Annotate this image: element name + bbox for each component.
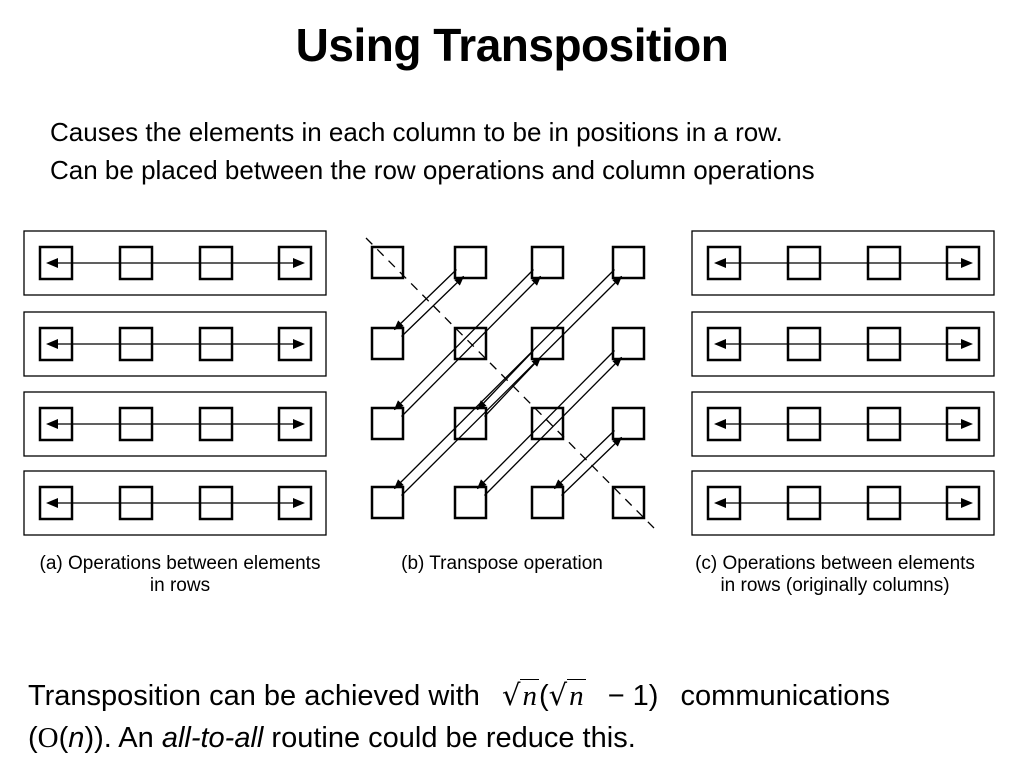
- transpose-element-square: [530, 326, 565, 361]
- caption-a: (a) Operations between elements in rows: [0, 553, 360, 597]
- paren-open: (: [28, 722, 38, 754]
- panel-a-arrow-right: [293, 419, 305, 429]
- panel-a-arrow-right: [293, 339, 305, 349]
- panel-a-arrow-left: [46, 339, 58, 349]
- panel-c-arrow-right: [961, 339, 973, 349]
- caption-a-line2: in rows: [149, 575, 211, 596]
- page-title: Using Transposition: [295, 19, 729, 71]
- all-to-all-italic: all-to-all: [161, 722, 264, 754]
- transpose-element-square: [453, 245, 488, 280]
- transpose-arrow-up: [484, 356, 542, 417]
- panel-a-row-frame: [23, 311, 327, 377]
- sqrt-n-2: √n: [548, 678, 586, 712]
- transpose-element-square: [530, 245, 565, 280]
- footer-text-start: Transposition can be achieved with: [28, 680, 480, 712]
- panel-c-row-frame: [691, 230, 995, 296]
- panel-a-row-operations: [23, 230, 327, 536]
- panel-a-row-frame: [23, 470, 327, 536]
- transpose-arrow-down: [393, 269, 457, 331]
- transpose-element-square: [453, 485, 488, 520]
- transpose-element-square: [370, 406, 405, 441]
- n-italic: n: [68, 722, 85, 754]
- panel-c-arrow-right: [961, 419, 973, 429]
- panel-c-row-operations: [691, 230, 995, 536]
- caption-c: (c) Operations between elements in rows …: [655, 553, 1015, 597]
- panel-a-row-frame: [23, 230, 327, 296]
- transpose-arrow-down: [393, 269, 615, 490]
- panel-b-transpose: [365, 237, 655, 529]
- panel-a-arrow-right: [293, 258, 305, 268]
- transpose-element-square: [611, 245, 646, 280]
- panel-c-arrow-right: [961, 498, 973, 508]
- footer-line2-end: routine could be reduce this.: [271, 722, 636, 754]
- panel-c-arrow-left: [714, 258, 726, 268]
- footer-text-end: communications: [680, 680, 891, 712]
- panel-a-arrow-left: [46, 258, 58, 268]
- transpose-arrow-up: [401, 275, 465, 337]
- transpose-element-square: [453, 326, 488, 361]
- transpose-arrow-up: [484, 356, 623, 496]
- bullet-text-1: Causes the elements in each column to be…: [50, 117, 783, 147]
- transpose-arrow-down: [553, 430, 615, 490]
- caption-a-line1: (a) Operations between elements: [39, 553, 321, 574]
- panel-c-arrow-left: [714, 498, 726, 508]
- panel-a-row-frame: [23, 391, 327, 457]
- panel-c-arrow-left: [714, 419, 726, 429]
- caption-c-line2: in rows (originally columns): [720, 575, 950, 596]
- caption-b: (b) Transpose operation: [372, 553, 632, 575]
- big-o: O: [37, 722, 59, 754]
- transpose-arrow-down: [393, 269, 534, 411]
- panel-c-row-frame: [691, 470, 995, 536]
- transpose-element-square: [530, 485, 565, 520]
- panel-a-arrow-right: [293, 498, 305, 508]
- panel-a-arrow-left: [46, 419, 58, 429]
- footer-line2-after-n: )). An: [84, 722, 154, 754]
- bullet-text-2: Can be placed between the row operations…: [50, 155, 815, 185]
- panel-c-arrow-right: [961, 258, 973, 268]
- footer-line-2: (O(n)). An all-to-all routine could be r…: [28, 722, 636, 754]
- transpose-element-square: [370, 326, 405, 361]
- open-paren: (: [538, 680, 549, 712]
- transpose-element-square: [611, 485, 646, 520]
- panel-c-row-frame: [691, 311, 995, 377]
- transposition-diagram: [23, 230, 995, 536]
- panel-c-arrow-left: [714, 339, 726, 349]
- transpose-element-square: [611, 326, 646, 361]
- caption-c-line1: (c) Operations between elements: [695, 553, 975, 574]
- transpose-arrow-up: [401, 275, 623, 496]
- transpose-arrow-up: [401, 275, 542, 417]
- diagonal-dashed-line: [365, 237, 655, 529]
- transpose-element-square: [611, 406, 646, 441]
- caption-b-line1: (b) Transpose operation: [401, 553, 603, 574]
- transpose-element-square: [370, 485, 405, 520]
- transpose-element-square: [370, 245, 405, 280]
- panel-c-row-frame: [691, 391, 995, 457]
- transpose-element-square: [530, 406, 565, 441]
- transpose-element-square: [453, 406, 488, 441]
- footer-line-1: Transposition can be achieved with √n(√n…: [28, 678, 890, 713]
- transpose-arrow-down: [476, 350, 615, 490]
- minus-one: − 1): [607, 680, 659, 712]
- transpose-arrow-down: [476, 350, 534, 411]
- panel-a-arrow-left: [46, 498, 58, 508]
- sqrt-n-1: √n: [501, 678, 539, 712]
- transpose-arrow-up: [561, 436, 623, 496]
